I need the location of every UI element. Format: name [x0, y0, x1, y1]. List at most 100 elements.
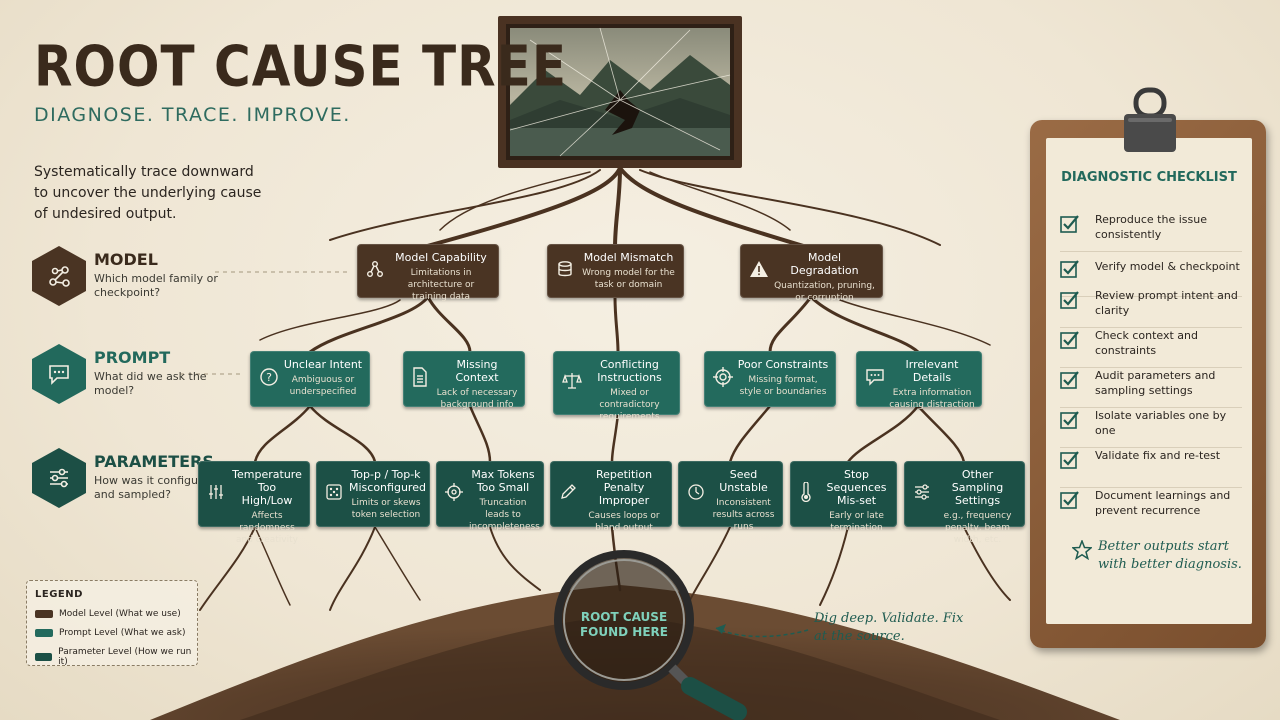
checklist-text: Reproduce the issue consistently: [1095, 213, 1207, 241]
level-model: MODEL Which model family or checkpoint?: [32, 246, 252, 306]
target-icon: [713, 367, 733, 391]
checkbox-checked-icon: [1060, 491, 1079, 509]
legend-swatch: [35, 653, 53, 661]
warning-icon: [749, 260, 769, 282]
node-desc: e.g., frequency penalty, beam width, etc…: [943, 511, 1012, 545]
dig-arrow: [715, 627, 809, 638]
checklist-tagline: Better outputs start with better diagnos…: [1098, 539, 1242, 572]
level-prompt-name: PROMPT: [94, 348, 171, 367]
checklist-item: Verify model & checkpoint: [1060, 257, 1242, 297]
legend-item: Prompt Level (What we ask): [35, 628, 185, 638]
page-title: ROOT CAUSE TREE: [34, 34, 567, 99]
sliders-icon: [32, 448, 86, 508]
dig-note: Dig deep. Validate. Fix at the source.: [814, 611, 964, 644]
legend-label: Prompt Level (What we ask): [59, 628, 186, 638]
checklist-item: Check context and constraints: [1060, 328, 1242, 368]
legend-label: Parameter Level (How we run it): [58, 647, 192, 667]
legend-item: Parameter Level (How we run it): [35, 647, 197, 667]
star-icon: [1072, 540, 1092, 560]
level-model-name: MODEL: [94, 250, 158, 269]
level-prompt-question: What did we ask the model?: [94, 370, 207, 397]
network-icon: [366, 260, 384, 282]
node-title: Model Degradation: [790, 251, 859, 277]
node-title: Missing Context: [455, 358, 499, 384]
node-title: Model Mismatch: [583, 251, 674, 264]
node-desc: Limits or skews token selection: [351, 498, 421, 520]
checkbox-checked-icon: [1060, 331, 1079, 349]
clock-icon: [687, 483, 705, 505]
node-title: Other Sampling Settings: [951, 468, 1004, 507]
node-other-sampling: Other Sampling Settings e.g., frequency p…: [904, 461, 1025, 545]
page-subtitle: DIAGNOSE. TRACE. IMPROVE.: [34, 104, 351, 126]
checkbox-checked-icon: [1060, 411, 1079, 429]
legend-item: Model Level (What we use): [35, 609, 181, 619]
checklist-item: Document learnings and prevent recurrenc…: [1060, 488, 1242, 528]
level-parameters: PARAMETERS How was it configured and sam…: [32, 448, 252, 508]
node-desc: Affects randomness and creativity: [235, 511, 298, 545]
checklist-text: Isolate variables one by one: [1095, 409, 1227, 437]
network-icon: [32, 246, 86, 306]
node-title: Unclear Intent: [283, 358, 363, 371]
legend-swatch: [35, 629, 53, 637]
sliders-icon: [913, 483, 931, 505]
database-icon: [556, 260, 574, 282]
crosshair-icon: [445, 483, 463, 505]
document-icon: [412, 367, 428, 391]
checklist-item: Isolate variables one by one: [1060, 408, 1242, 448]
chat-icon: [865, 367, 885, 391]
level-prompt: PROMPT What did we ask the model?: [32, 344, 252, 404]
level-parameters-question: How was it configured and sampled?: [94, 474, 216, 501]
root-lines: [199, 166, 1011, 611]
sliders-icon: [207, 483, 225, 505]
node-title: Irrelevant Details: [905, 358, 959, 384]
checklist-item: Reproduce the issue consistently: [1060, 212, 1242, 252]
node-desc: Quantization, pruning, or corruption: [774, 281, 875, 303]
node-title: Repetition Penalty Improper: [595, 468, 653, 507]
root-cause-label: ROOT CAUSE FOUND HERE: [579, 610, 668, 639]
node-desc: Inconsistent results across runs: [712, 498, 775, 532]
node-desc: Wrong model for the task or domain: [582, 268, 675, 290]
checklist-item: Review prompt intent and clarity: [1060, 288, 1242, 328]
node-desc: Lack of necessary background info: [436, 388, 518, 410]
legend-swatch: [35, 610, 53, 618]
legend-label: Model Level (What we use): [59, 609, 181, 619]
checklist-item: Validate fix and re-test: [1060, 448, 1242, 488]
thermometer-icon: [799, 481, 813, 506]
legend-title: LEGEND: [35, 589, 83, 600]
node-title: Conflicting Instructions: [597, 358, 662, 384]
node-title: Stop Sequences Mis-set: [826, 468, 887, 507]
checklist-item: Audit parameters and sampling settings: [1060, 368, 1242, 408]
checklist-text: Verify model & checkpoint: [1095, 260, 1240, 273]
node-desc: Causes loops or bland output: [588, 511, 660, 533]
node-desc: Missing format, style or boundaries: [739, 375, 827, 397]
node-title: Model Capability: [395, 251, 487, 264]
checklist-text: Audit parameters and sampling settings: [1095, 369, 1216, 397]
magnifying-glass: [554, 550, 747, 720]
checklist-text: Review prompt intent and clarity: [1095, 289, 1238, 317]
pen-icon: [559, 483, 577, 505]
node-desc: Mixed or contradictory requirements: [599, 388, 660, 422]
node-title: Temperature Too High/Low: [232, 468, 302, 507]
node-desc: Ambiguous or underspecified: [289, 375, 357, 397]
checkbox-checked-icon: [1060, 371, 1079, 389]
checkbox-checked-icon: [1060, 451, 1079, 469]
checklist-text: Check context and constraints: [1095, 329, 1198, 357]
svg-text:?: ?: [266, 371, 272, 384]
scale-icon: [562, 371, 582, 395]
node-desc: Early or late termination: [829, 511, 884, 533]
node-desc: Extra information causing distraction: [889, 388, 975, 410]
node-title: Poor Constraints: [737, 358, 829, 371]
level-model-question: Which model family or checkpoint?: [94, 272, 218, 299]
